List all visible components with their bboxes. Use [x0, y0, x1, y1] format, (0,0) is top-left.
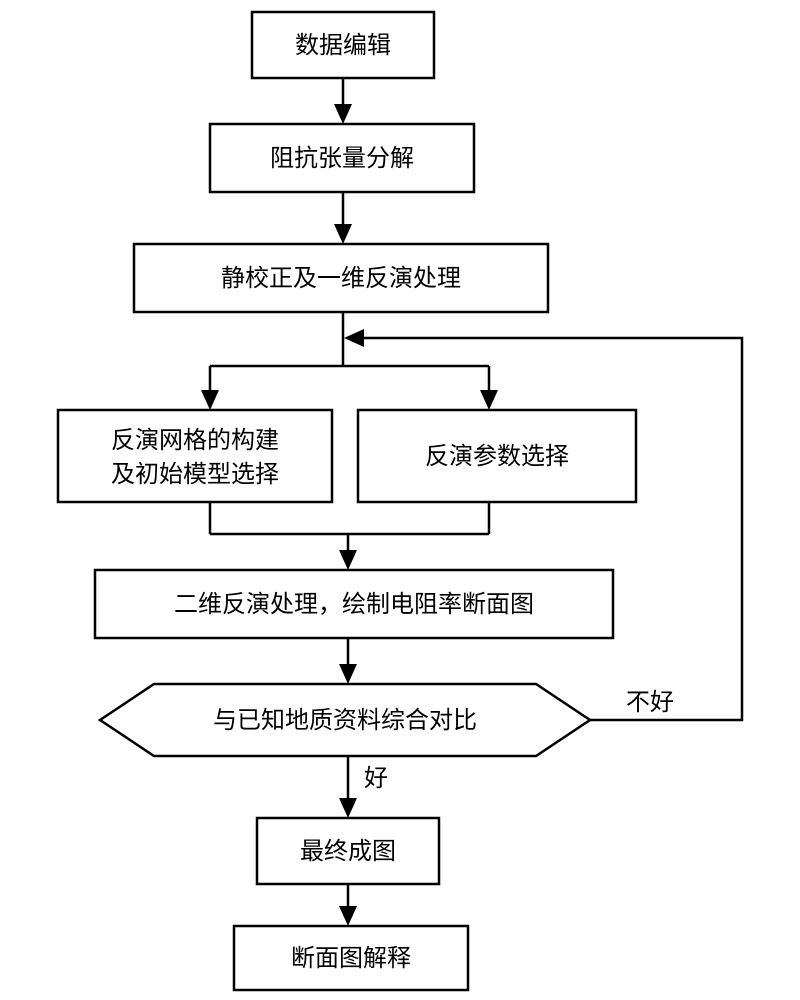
edge-label-bad: 不好	[626, 688, 674, 716]
node-param-selection-label: 反演参数选择	[425, 442, 569, 470]
arrow-edit-to-decomposition	[334, 78, 352, 124]
arrow-comparison-to-final: 好	[339, 756, 388, 818]
node-2d-inversion-label: 二维反演处理，绘制电阻率断面图	[174, 590, 534, 618]
node-data-editing-label: 数据编辑	[295, 31, 391, 59]
node-data-editing: 数据编辑	[250, 10, 436, 80]
node-impedance-decomposition: 阻抗张量分解	[208, 122, 476, 194]
arrow-inversion-to-comparison	[339, 638, 357, 684]
node-comparison-decision-label: 与已知地质资料综合对比	[213, 706, 477, 734]
arrow-decomposition-to-static	[334, 192, 352, 244]
node-impedance-decomposition-label: 阻抗张量分解	[270, 144, 414, 172]
merge-connector	[208, 502, 491, 570]
node-comparison-decision: 与已知地质资料综合对比	[97, 682, 593, 758]
node-mesh-construction: 反演网格的构建 及初始模型选择	[56, 408, 334, 504]
node-param-selection: 反演参数选择	[356, 408, 638, 504]
split-connector	[201, 312, 498, 410]
node-interpretation-label: 断面图解释	[291, 944, 411, 972]
edge-label-good: 好	[364, 764, 388, 792]
node-interpretation: 断面图解释	[232, 924, 470, 992]
node-mesh-construction-line2: 及初始模型选择	[111, 460, 279, 488]
node-final-map-label: 最终成图	[300, 837, 396, 865]
node-static-correction-label: 静校正及一维反演处理	[221, 264, 461, 292]
node-final-map: 最终成图	[255, 816, 441, 886]
feedback-loop-bad: 不好	[344, 329, 744, 722]
node-static-correction: 静校正及一维反演处理	[132, 242, 550, 314]
node-2d-inversion: 二维反演处理，绘制电阻率断面图	[93, 568, 615, 640]
node-mesh-construction-line1: 反演网格的构建	[111, 426, 279, 454]
arrow-final-to-interpretation	[339, 884, 357, 926]
